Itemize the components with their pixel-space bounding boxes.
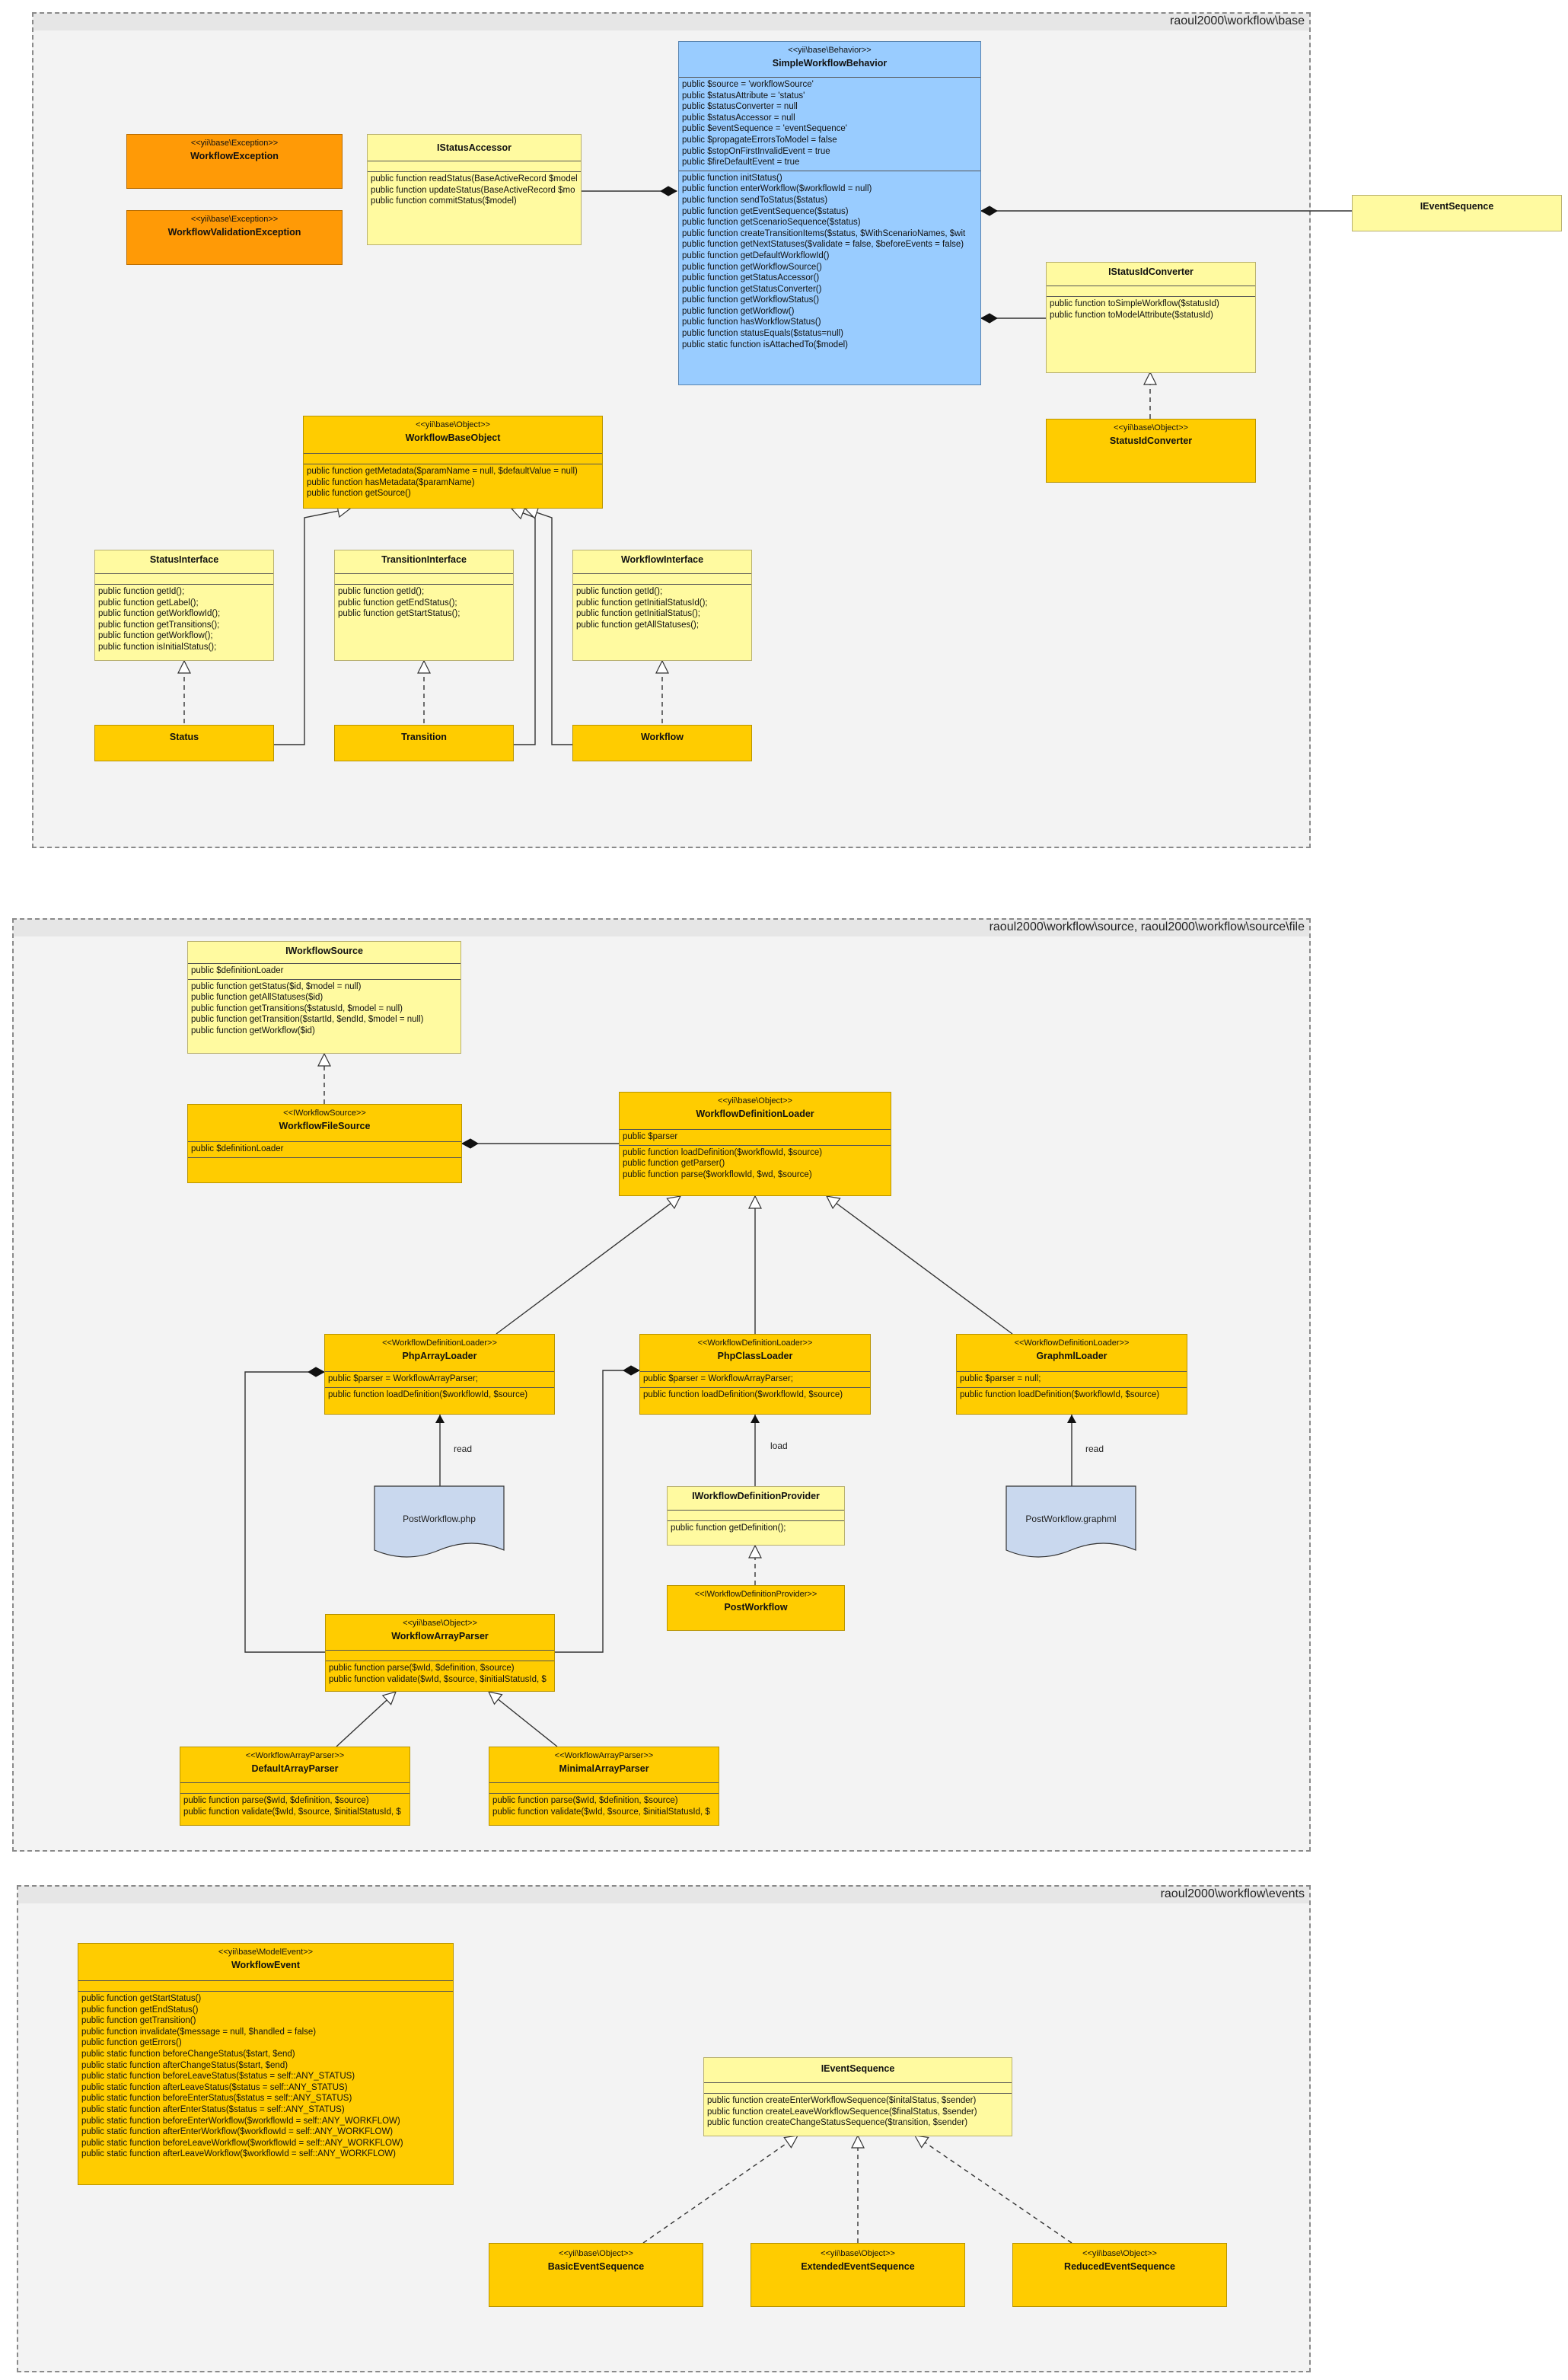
methods: public function getId(); public function…	[335, 584, 513, 622]
attributes: public $parser = null;	[957, 1371, 1187, 1387]
attributes: public $source = 'workflowSource' public…	[679, 77, 980, 171]
methods: public function parse($wId, $definition,…	[326, 1661, 554, 1687]
document-postworkflow-graphml: PostWorkflow.graphml	[1025, 1514, 1117, 1524]
package-title: raoul2000\workflow\base	[1170, 14, 1305, 27]
interface-iworkflowsource[interactable]: IWorkflowSource public $definitionLoader…	[187, 941, 461, 1054]
interface-ieventsequence[interactable]: IEventSequence public function createEnt…	[703, 2057, 1012, 2136]
class-postworkflow[interactable]: <<IWorkflowDefinitionProvider>>PostWorkf…	[667, 1585, 845, 1631]
generalization-workflow	[524, 506, 572, 745]
class-reducedeventsequence[interactable]: <<yii\base\Object>>ReducedEventSequence	[1012, 2243, 1227, 2307]
class-workflowdefinitionloader[interactable]: <<yii\base\Object>>WorkflowDefinitionLoa…	[619, 1092, 891, 1196]
methods: public function parse($wId, $definition,…	[489, 1793, 719, 1820]
document-shape-php	[374, 1485, 505, 1558]
class-status[interactable]: Status	[94, 725, 274, 761]
class-phpclassloader[interactable]: <<WorkflowDefinitionLoader>>PhpClassLoad…	[639, 1334, 871, 1415]
interface-istatusidconverter[interactable]: IStatusIdConverter public function toSim…	[1046, 262, 1256, 373]
attributes: public $definitionLoader	[188, 963, 461, 979]
class-defaultarrayparser[interactable]: <<WorkflowArrayParser>>DefaultArrayParse…	[180, 1747, 410, 1826]
generalization-graphmlloader	[825, 1195, 1013, 1335]
class-statusidconverter[interactable]: <<yii\base\Object>>StatusIdConverter	[1046, 419, 1256, 483]
class-transition[interactable]: Transition	[334, 725, 514, 761]
class-basiceventsequence[interactable]: <<yii\base\Object>>BasicEventSequence	[489, 2243, 703, 2307]
methods: public function getDefinition();	[668, 1520, 844, 1536]
methods: public function toSimpleWorkflow($status…	[1047, 296, 1255, 323]
class-extendedeventsequence[interactable]: <<yii\base\Object>>ExtendedEventSequence	[751, 2243, 965, 2307]
class-workflow-validation-exception[interactable]: <<yii\base\Exception>>WorkflowValidation…	[126, 210, 343, 265]
methods: public function loadDefinition($workflow…	[325, 1386, 554, 1403]
generalization-defaultarrayparser	[336, 1691, 397, 1747]
package-header	[14, 920, 1309, 936]
generalization-phparrayloader	[496, 1195, 682, 1335]
package-title: raoul2000\workflow\events	[1160, 1887, 1305, 1900]
edge-label-read: read	[1085, 1444, 1104, 1454]
methods: public function getMetadata($paramName =…	[304, 464, 602, 502]
attributes: public $parser	[620, 1129, 891, 1145]
methods: public function loadDefinition($workflow…	[640, 1386, 870, 1403]
attributes: public $parser = WorkflowArrayParser;	[325, 1371, 554, 1387]
attributes: public $parser = WorkflowArrayParser;	[640, 1371, 870, 1387]
methods: public function loadDefinition($workflow…	[957, 1386, 1187, 1403]
class-workflow[interactable]: Workflow	[572, 725, 752, 761]
methods: public function loadDefinition($workflow…	[620, 1144, 891, 1183]
interface-statusinterface[interactable]: StatusInterface public function getId();…	[94, 550, 274, 661]
methods: public function parse($wId, $definition,…	[180, 1793, 410, 1820]
package-header	[18, 1887, 1309, 1903]
methods: public function createEnterWorkflowSeque…	[704, 2093, 1012, 2131]
class-workflowevent[interactable]: <<yii\base\ModelEvent>>WorkflowEvent pub…	[78, 1943, 454, 2185]
realization-reducedeventsequence	[913, 2135, 1072, 2244]
realization-basiceventsequence	[642, 2135, 799, 2244]
class-simpleworkflowbehavior[interactable]: <<yii\base\Behavior>>SimpleWorkflowBehav…	[678, 41, 981, 385]
interface-iworkflowdefinitionprovider[interactable]: IWorkflowDefinitionProvider public funct…	[667, 1486, 845, 1546]
generalization-status	[274, 504, 352, 745]
methods: public function getStartStatus() public …	[78, 1991, 453, 2162]
interface-transitioninterface[interactable]: TransitionInterface public function getI…	[334, 550, 514, 661]
edge-label-read: read	[454, 1444, 473, 1454]
document-postworkflow-php: PostWorkflow.php	[403, 1514, 476, 1524]
class-phparrayloader[interactable]: <<WorkflowDefinitionLoader>>PhpArrayLoad…	[324, 1334, 555, 1415]
interface-workflowinterface[interactable]: WorkflowInterface public function getId(…	[572, 550, 752, 661]
document-shape-graphml	[1005, 1485, 1136, 1558]
interface-istatusaccessor[interactable]: IStatusAccessor public function readStat…	[367, 134, 582, 245]
class-workflowarrayparser[interactable]: <<yii\base\Object>>WorkflowArrayParser p…	[325, 1614, 555, 1692]
methods: public function initStatus() public func…	[679, 170, 980, 353]
class-workflowfilesource[interactable]: <<IWorkflowSource>>WorkflowFileSource pu…	[187, 1104, 462, 1183]
class-workflow-exception[interactable]: <<yii\base\Exception>>WorkflowException	[126, 134, 343, 189]
composition-parser-phpclassloader	[555, 1365, 641, 1653]
package-title: raoul2000\workflow\source, raoul2000\wor…	[989, 920, 1305, 933]
edge-label-load: load	[770, 1440, 788, 1451]
methods: public function getId(); public function…	[573, 584, 751, 633]
package-header	[33, 14, 1309, 30]
class-minimalarrayparser[interactable]: <<WorkflowArrayParser>>MinimalArrayParse…	[489, 1747, 719, 1826]
generalization-transition	[510, 506, 536, 745]
attributes: public $definitionLoader	[188, 1141, 461, 1157]
class-workflowbaseobject[interactable]: <<yii\base\Object>>WorkflowBaseObject pu…	[303, 416, 603, 509]
methods: public function readStatus(BaseActiveRec…	[368, 171, 581, 209]
methods: public function getId(); public function…	[95, 584, 273, 656]
interface-ieventsequence-ref[interactable]: IEventSequence	[1352, 195, 1562, 231]
composition-parser-phparrayloader	[244, 1367, 326, 1653]
methods: public function getStatus($id, $model = …	[188, 978, 461, 1039]
generalization-minimalarrayparser	[487, 1691, 558, 1747]
class-graphmlloader[interactable]: <<WorkflowDefinitionLoader>>GraphmlLoade…	[956, 1334, 1187, 1415]
